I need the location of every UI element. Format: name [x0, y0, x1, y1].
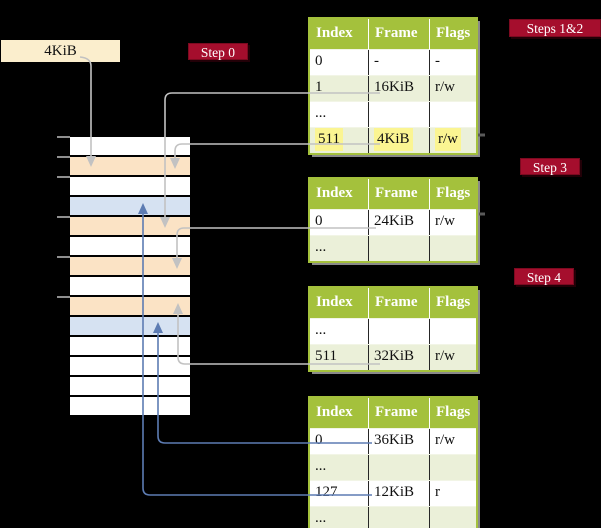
table-cell: 511 [315, 348, 337, 364]
column-header-index: Index [316, 404, 353, 420]
table-cell: 127 [315, 484, 338, 500]
table-cell: - [368, 50, 429, 75]
table-row: ... [310, 506, 476, 528]
table-cell: ... [315, 239, 327, 255]
memory-frame-row-6 [70, 257, 190, 277]
memory-frame-row-12 [70, 377, 190, 397]
memory-frame-row-4 [70, 217, 190, 237]
table-cell: 32KiB [368, 345, 429, 370]
memory-tick [57, 156, 70, 158]
table-cell [429, 455, 476, 480]
highlighted-value: 4KiB [374, 128, 413, 151]
table-cell: ... [315, 510, 327, 526]
table-cell: r/w [429, 210, 476, 235]
memory-frame-row-2 [70, 177, 190, 197]
column-header-frame: Frame [368, 19, 429, 49]
table-row: ... [310, 235, 476, 261]
table-cell: 36KiB [368, 429, 429, 454]
table-cell: 1 [315, 79, 323, 95]
table-cell: r/w [429, 76, 476, 101]
column-header-frame: Frame [368, 288, 429, 318]
memory-frame-row-3 [70, 197, 190, 217]
physical-memory-column [70, 137, 190, 417]
badge-steps-1-2: Steps 1&2 [509, 19, 601, 37]
memory-frame-row-13 [70, 397, 190, 417]
table-cell: r/w [429, 345, 476, 370]
table-cell [368, 319, 429, 344]
table-cell [429, 507, 476, 528]
column-header-flags: Flags [429, 179, 476, 209]
table-cell [368, 507, 429, 528]
table-cell [368, 236, 429, 261]
table-cell: ... [315, 458, 327, 474]
highlighted-value: 511 [315, 128, 343, 151]
memory-tick [57, 296, 70, 298]
memory-tick [57, 256, 70, 258]
column-header-frame: Frame [368, 179, 429, 209]
table-cell [429, 102, 476, 127]
table-cell: r/w [429, 128, 476, 153]
memory-frame-row-8 [70, 297, 190, 317]
table-row: ... [310, 318, 476, 344]
memory-tick [57, 176, 70, 178]
memory-tick [57, 136, 70, 138]
column-header-index: Index [316, 294, 353, 310]
table-cell: - [429, 50, 476, 75]
memory-frame-row-9 [70, 317, 190, 337]
column-header-index: Index [316, 25, 353, 41]
table-cell [368, 455, 429, 480]
badge-step-0: Step 0 [188, 43, 248, 60]
table-row: 511 4KiB r/w [310, 127, 476, 153]
table-cell [429, 236, 476, 261]
table-cell: 511 [310, 128, 368, 153]
page-size-box: 4KiB [1, 40, 120, 62]
column-header-flags: Flags [429, 19, 476, 49]
table-cell [429, 319, 476, 344]
column-header-flags: Flags [429, 398, 476, 428]
memory-frame-row-10 [70, 337, 190, 357]
table-cell: ... [315, 322, 327, 338]
column-header-index: Index [316, 185, 353, 201]
table-cell: 0 [315, 213, 323, 229]
memory-frame-row-11 [70, 357, 190, 377]
table-cell: 4KiB [368, 128, 429, 153]
column-header-frame: Frame [368, 398, 429, 428]
table-cell: r/w [429, 429, 476, 454]
memory-frame-row-7 [70, 277, 190, 297]
badge-step-3: Step 3 [520, 158, 580, 175]
table-cell: 0 [315, 53, 323, 69]
table-cell: ... [315, 105, 327, 121]
table-cell: 16KiB [368, 76, 429, 101]
table-cell: r [429, 481, 476, 506]
badge-step-4: Step 4 [514, 268, 574, 285]
highlighted-value: r/w [435, 128, 461, 151]
column-header-flags: Flags [429, 288, 476, 318]
table-row: 0 -- [310, 49, 476, 75]
memory-tick [57, 216, 70, 218]
table-row: ... [310, 454, 476, 480]
memory-frame-row-0 [70, 137, 190, 157]
memory-frame-row-1 [70, 157, 190, 177]
table-cell [368, 102, 429, 127]
table-cell: 0 [315, 432, 323, 448]
table-cell: 24KiB [368, 210, 429, 235]
table-row: ... [310, 101, 476, 127]
table-cell: 12KiB [368, 481, 429, 506]
memory-frame-row-5 [70, 237, 190, 257]
